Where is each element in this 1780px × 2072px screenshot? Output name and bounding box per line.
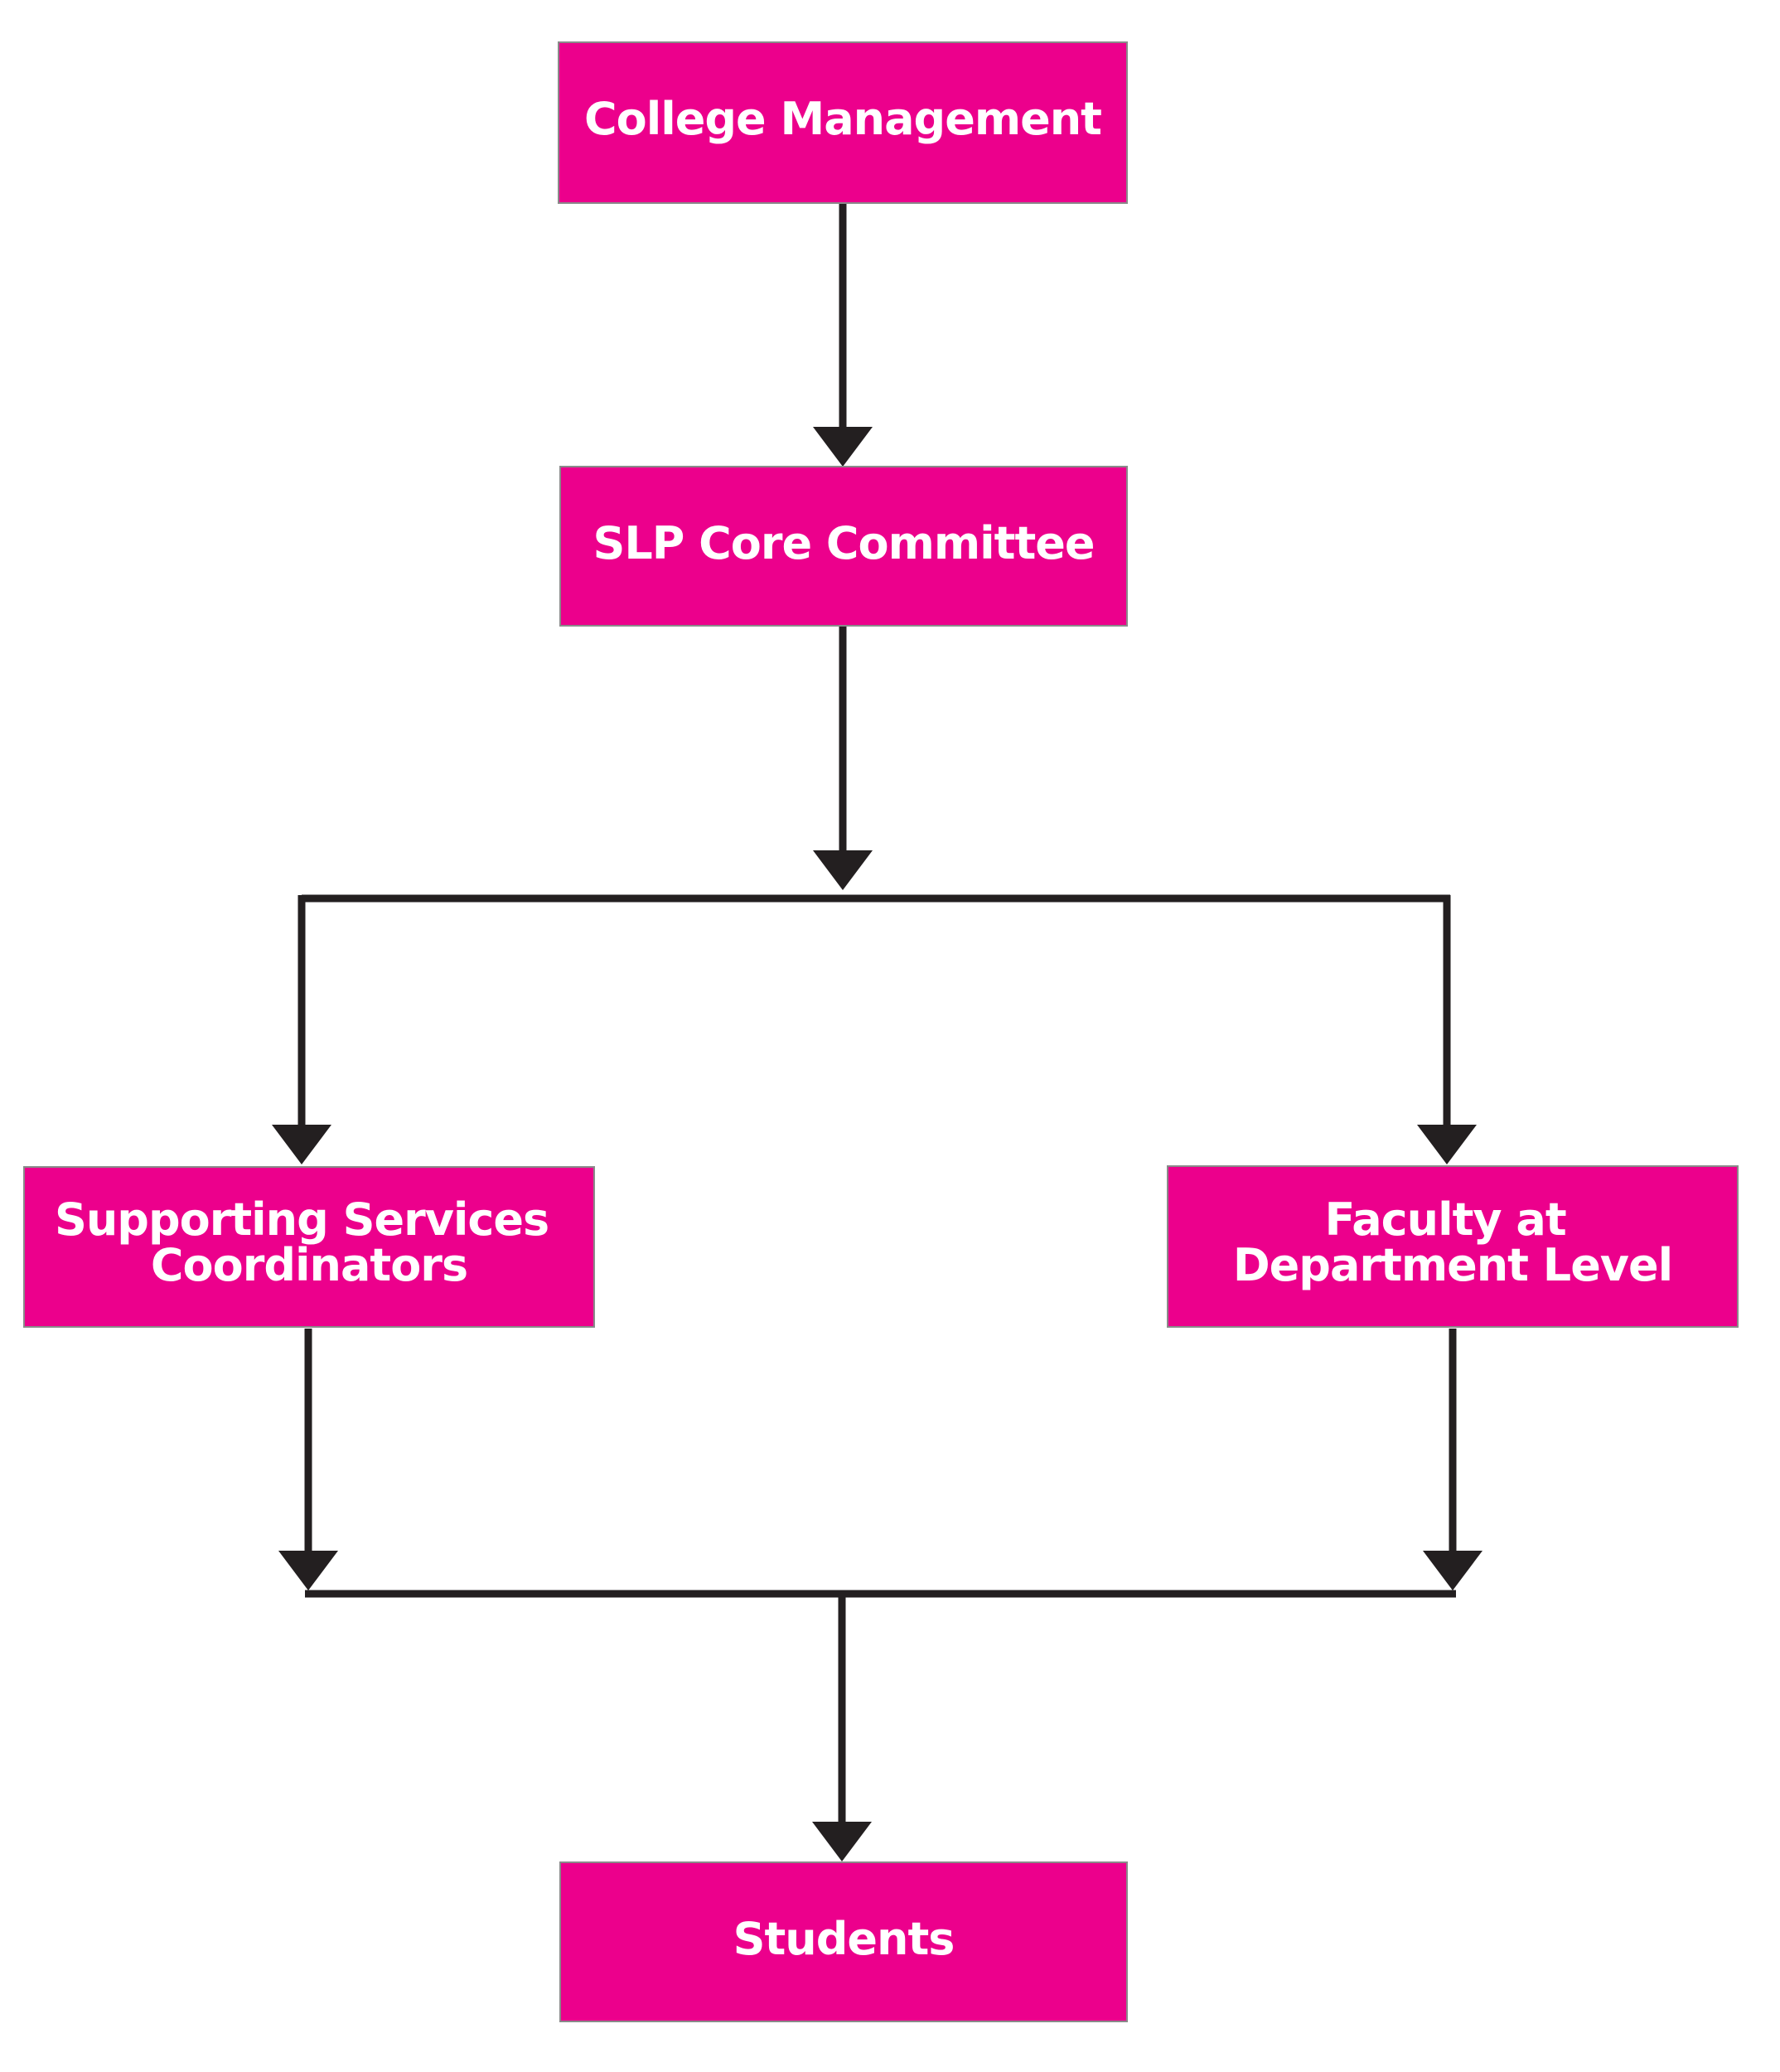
arrowhead-to-students bbox=[812, 1822, 872, 1861]
node-label-line: Department Level bbox=[1233, 1239, 1672, 1291]
node-box bbox=[1167, 1165, 1739, 1328]
svg-text:College Management: College Management bbox=[584, 93, 1101, 145]
node-label-line: Faculty at bbox=[1324, 1193, 1565, 1246]
node-label-line: SLP Core Committee bbox=[593, 517, 1094, 569]
arrowhead-faculty-to-merge bbox=[1423, 1551, 1483, 1590]
node-label-line: Coordinators bbox=[151, 1239, 467, 1291]
node-label-line: Supporting Services bbox=[55, 1193, 549, 1246]
node-faculty-at-department-level: Faculty at Department Level bbox=[1167, 1165, 1739, 1328]
node-slp-core-committee: SLP Core Committee bbox=[559, 466, 1128, 627]
node-box bbox=[559, 466, 1128, 627]
arrowhead-to-committee bbox=[813, 427, 873, 467]
node-box bbox=[559, 1861, 1128, 2022]
arrowhead-supporting-to-merge bbox=[278, 1551, 338, 1590]
svg-text:Supporting Services Coor: Supporting Services Coordinators bbox=[55, 1193, 564, 1291]
connectors bbox=[297, 203, 1457, 1828]
node-label-line: College Management bbox=[584, 93, 1101, 145]
node-box bbox=[558, 41, 1128, 204]
svg-text:SLP Core Committee: SLP Core Committee bbox=[593, 517, 1094, 569]
node-college-management: College Management bbox=[558, 41, 1128, 204]
node-label-line: Students bbox=[733, 1913, 955, 1965]
arrowhead-to-faculty bbox=[1417, 1125, 1477, 1164]
arrowheads bbox=[272, 427, 1483, 1861]
node-students: Students bbox=[559, 1861, 1128, 2022]
node-supporting-services-coordinators: Supporting Services Coordinators bbox=[23, 1166, 595, 1328]
arrowhead-to-branch bbox=[813, 850, 873, 890]
svg-text:Students: Students bbox=[733, 1913, 955, 1965]
svg-text:Faculty at Department Le: Faculty at Department Level bbox=[1233, 1193, 1672, 1291]
node-box bbox=[23, 1166, 595, 1328]
arrowhead-to-supporting bbox=[272, 1125, 331, 1164]
